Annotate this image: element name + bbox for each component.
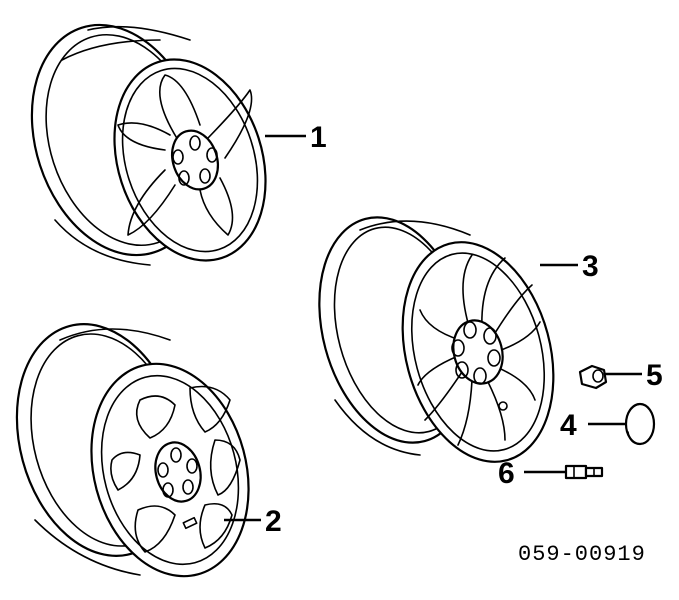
callout-4: 4 xyxy=(560,409,626,442)
callout-5: 5 xyxy=(604,359,663,392)
wheel-3 xyxy=(318,216,555,463)
callout-3-label: 3 xyxy=(582,250,599,283)
callout-1: 1 xyxy=(265,121,327,154)
callout-3: 3 xyxy=(540,250,599,283)
callout-1-label: 1 xyxy=(310,121,327,154)
callout-4-label: 4 xyxy=(560,409,577,442)
callout-6: 6 xyxy=(498,457,566,490)
callout-6-label: 6 xyxy=(498,457,515,490)
callout-5-label: 5 xyxy=(646,359,663,392)
center-cap-part xyxy=(624,402,656,446)
diagram-code: 059-00919 xyxy=(518,542,646,567)
valve-stem-part xyxy=(564,464,604,480)
lug-nut-part xyxy=(578,364,608,390)
wheel-1 xyxy=(30,23,267,266)
wheel-2 xyxy=(15,323,250,578)
callout-2-label: 2 xyxy=(265,505,282,538)
callout-2: 2 xyxy=(224,505,282,538)
